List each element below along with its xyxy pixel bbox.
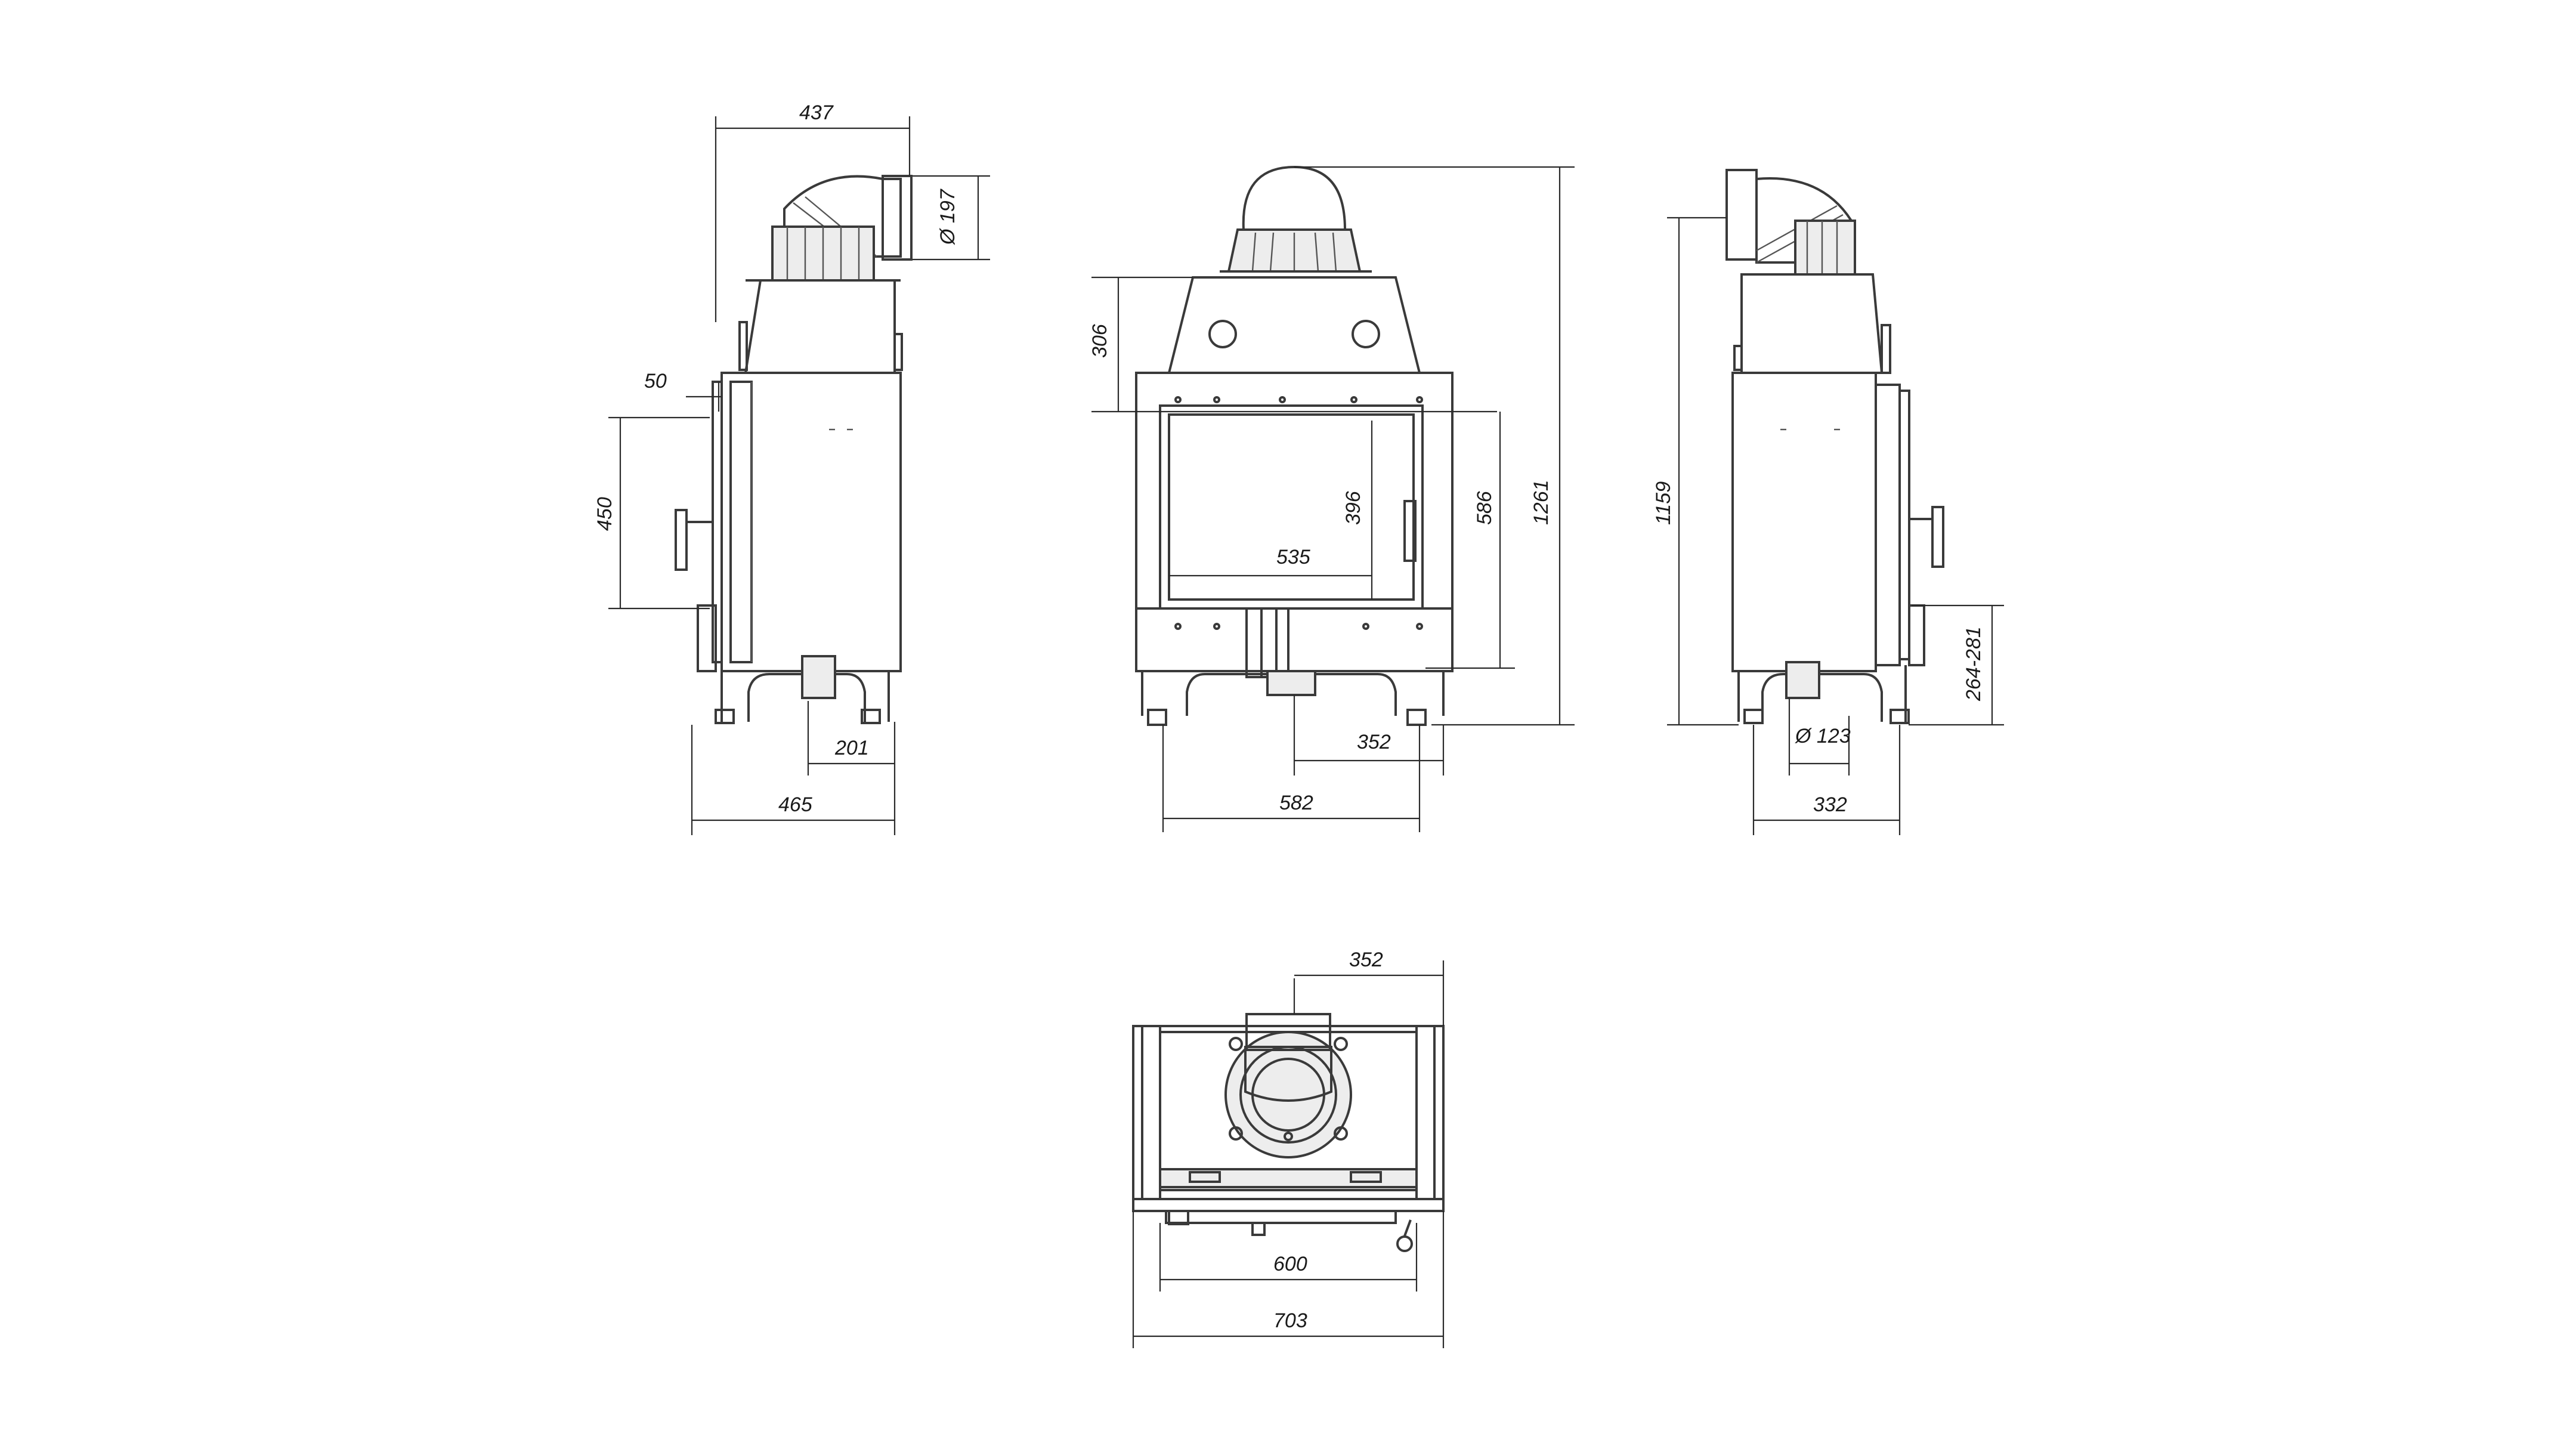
dim-582: 582 [1279, 792, 1313, 814]
dim-306: 306 [1088, 324, 1111, 358]
dim-396: 396 [1342, 491, 1365, 525]
left-side-view: 437 Ø 197 50 450 201 465 [593, 101, 990, 835]
dim-535: 535 [1276, 546, 1310, 569]
dim-450: 450 [593, 497, 616, 531]
top-view: 352 600 703 [1132, 949, 1445, 1348]
dim-inlet-diameter: Ø 123 [1795, 725, 1851, 747]
dim-264-281: 264-281 [1962, 626, 1985, 702]
dim-703: 703 [1273, 1309, 1307, 1332]
dim-flue-diameter: Ø 197 [936, 189, 959, 245]
right-side-view: 1159 264-281 Ø 123 332 [1652, 169, 2004, 835]
dim-1159: 1159 [1652, 481, 1675, 525]
dim-586: 586 [1473, 491, 1496, 525]
dim-1261: 1261 [1530, 480, 1553, 525]
dim-201: 201 [834, 737, 869, 759]
dim-332: 332 [1813, 793, 1847, 816]
dim-437: 437 [799, 101, 834, 124]
dim-50: 50 [644, 370, 667, 393]
dim-600: 600 [1273, 1253, 1307, 1275]
dim-352-top: 352 [1349, 949, 1383, 971]
front-view: 306 396 535 586 1261 352 582 [1088, 165, 1575, 832]
dim-352-front: 352 [1357, 731, 1391, 753]
dim-465: 465 [778, 793, 812, 816]
